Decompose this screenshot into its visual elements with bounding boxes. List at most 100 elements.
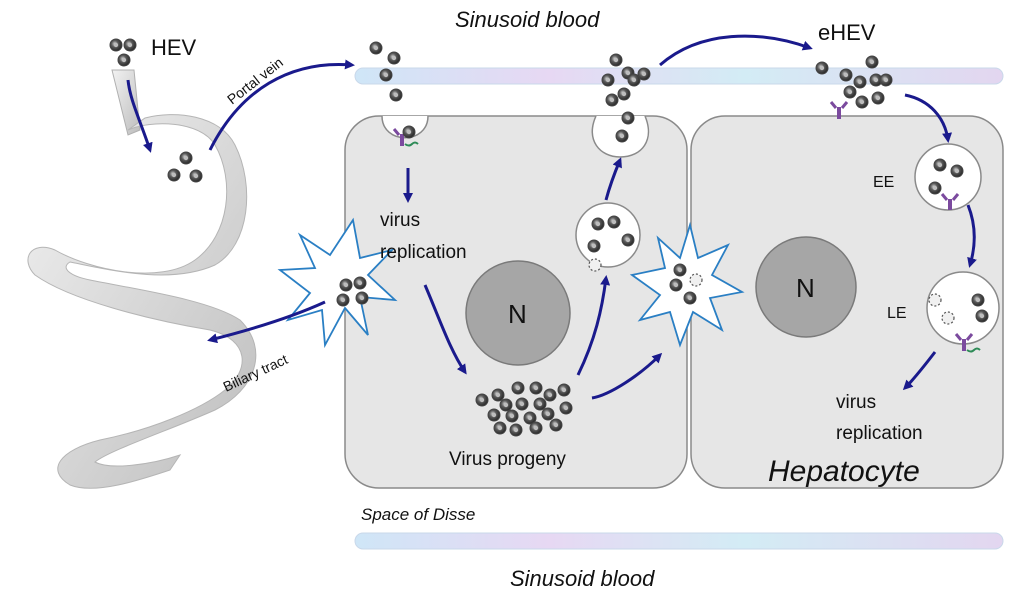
arrow-to-progeny	[423, 284, 467, 375]
sinusoid-vessel-top	[354, 67, 1004, 85]
hepatocyte-label: Hepatocyte	[768, 455, 920, 488]
arrow-ee-to-le	[966, 204, 977, 268]
uncoated-virion	[588, 258, 602, 272]
virion-core	[937, 162, 943, 168]
virion-core	[875, 95, 881, 101]
virion-core	[625, 115, 631, 121]
virion-core	[393, 92, 399, 98]
arrow-progeny-to-vesicle	[576, 275, 611, 376]
virion-core	[171, 172, 177, 178]
arrow-hev-to-stomach	[126, 79, 153, 153]
virion-core	[406, 129, 412, 135]
virion-core	[611, 219, 617, 225]
ehev-label: eHEV	[818, 20, 876, 45]
arrow-vesicle-to-exit	[604, 157, 622, 201]
receptor-le	[954, 333, 981, 353]
virion-core	[343, 282, 349, 288]
uncoated-virion	[941, 311, 955, 325]
virion-core	[979, 313, 985, 319]
lysis-burst-right	[629, 221, 745, 348]
arrow-progeny-to-burst	[591, 352, 663, 400]
virion-core	[340, 297, 346, 303]
virion-core	[843, 72, 849, 78]
virus-replication-right-line2: replication	[836, 423, 923, 444]
virion-core	[847, 89, 853, 95]
virion-core	[127, 42, 133, 48]
virion-core	[619, 133, 625, 139]
virion-core	[527, 415, 533, 421]
virion-core	[509, 413, 515, 419]
virion-core	[495, 392, 501, 398]
uncoated-virion	[928, 293, 942, 307]
lysis-burst-left	[277, 217, 398, 349]
virion-core	[975, 297, 981, 303]
nucleus-right-label: N	[796, 273, 815, 303]
virion-core	[113, 42, 119, 48]
virion-core	[545, 411, 551, 417]
virion-core	[641, 71, 647, 77]
ee-label: EE	[873, 174, 894, 191]
virus-progeny-label: Virus progeny	[449, 449, 566, 470]
virion-core	[677, 267, 683, 273]
virion-core	[537, 401, 543, 407]
portal-vein-label: Portal vein	[224, 54, 286, 107]
virion-core	[561, 387, 567, 393]
virion-core	[183, 155, 189, 161]
hev-label: HEV	[151, 35, 197, 60]
virion-core	[533, 385, 539, 391]
virion-core	[687, 295, 693, 301]
nucleus-left-label: N	[508, 299, 527, 329]
virion-core	[391, 55, 397, 61]
uncoated-virion	[689, 273, 703, 287]
virus-replication-left-line2: replication	[380, 242, 467, 263]
nucleus-right	[755, 236, 857, 338]
sinusoid-vessel-bottom	[354, 532, 1004, 550]
virion-core	[609, 97, 615, 103]
virion-core	[819, 65, 825, 71]
entry-pit	[381, 115, 429, 139]
virion-core	[954, 168, 960, 174]
virion-core	[625, 70, 631, 76]
virion-core	[857, 79, 863, 85]
virion-core	[563, 405, 569, 411]
virion-core	[515, 385, 521, 391]
stomach-intestine-illustration	[27, 69, 257, 489]
virion-core	[357, 280, 363, 286]
arrow-group	[126, 34, 977, 400]
virion-core	[547, 392, 553, 398]
receptor-surface	[829, 101, 849, 119]
virion-core	[625, 237, 631, 243]
virion-core	[859, 99, 865, 105]
virion-core	[613, 57, 619, 63]
virion-core	[491, 412, 497, 418]
virion-core	[121, 57, 127, 63]
virion-core	[932, 185, 938, 191]
virion-core	[359, 295, 365, 301]
arrow-portal-vein	[208, 59, 355, 151]
virus-replication-left-line1: virus	[380, 210, 420, 231]
virion-core	[631, 77, 637, 83]
virion-group	[109, 38, 989, 437]
virion-core	[533, 425, 539, 431]
le-label: LE	[887, 305, 907, 322]
nucleus-left	[465, 260, 571, 366]
virion-core	[883, 77, 889, 83]
receptor-ee	[940, 193, 960, 210]
virion-core	[605, 77, 611, 83]
arrow-ehev-to-ee	[904, 93, 953, 143]
arrow-le-to-replication	[902, 351, 937, 391]
virion-core	[513, 427, 519, 433]
virion-core	[383, 72, 389, 78]
space-of-disse-label: Space of Disse	[361, 505, 475, 524]
virion-core	[591, 243, 597, 249]
virion-core	[479, 397, 485, 403]
arrow-to-ehev	[659, 34, 813, 67]
virion-core	[869, 59, 875, 65]
virion-core	[595, 221, 601, 227]
virus-replication-right-line1: virus	[836, 392, 876, 413]
virion-core	[673, 282, 679, 288]
sinusoid-bottom-label: Sinusoid blood	[510, 566, 655, 591]
virion-core	[519, 401, 525, 407]
late-endosome	[926, 271, 1000, 345]
